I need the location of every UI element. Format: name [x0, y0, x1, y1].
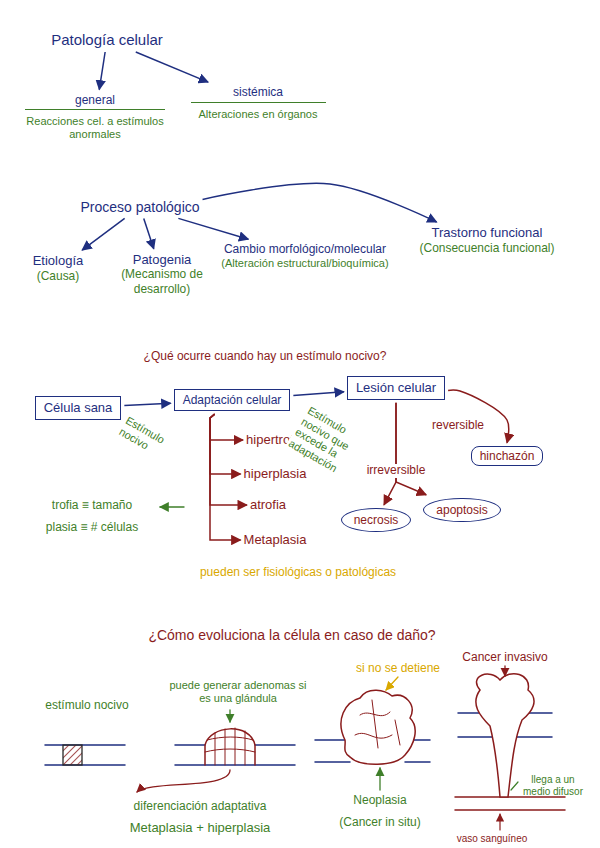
connector [82, 218, 125, 250]
figure-label: (Cancer in situ) [339, 815, 420, 829]
node-title: hinchazón [480, 449, 535, 463]
process-step: Patogenia(Mecanismo de desarrollo) [112, 252, 212, 296]
node-note: (Consecuencia funcional) [420, 241, 555, 255]
node-title: apoptosis [436, 503, 487, 517]
figure-label: puede generar adenomas si es una glándul… [168, 679, 308, 705]
process-heading: Proceso patológico [80, 199, 199, 216]
leader-line [511, 782, 518, 790]
damaged-cell [63, 745, 82, 765]
connector [210, 414, 241, 474]
pointer-arrow [499, 814, 500, 830]
node-title: Etiología [33, 253, 84, 269]
connector [136, 52, 208, 82]
illustration [45, 507, 565, 830]
connector [178, 218, 248, 239]
tissue-layer [45, 745, 125, 765]
definition-note: plasia ≡ # células [46, 520, 138, 534]
node-title: general [25, 93, 165, 110]
pointer-arrow [229, 710, 230, 722]
pointer-arrow [386, 677, 398, 690]
connector [99, 52, 105, 90]
outcome-oval: necrosis [341, 508, 412, 532]
connector [384, 403, 396, 505]
pointer-arrow [504, 666, 505, 676]
node-note: Alteraciones en órganos [191, 108, 326, 121]
blood-vessel [455, 797, 565, 810]
connector [144, 218, 154, 248]
pointer-arrow [137, 770, 230, 792]
neoplasia-mass [341, 690, 415, 764]
definition-note: trofia ≡ tamaño [52, 498, 132, 512]
outcome-box: hinchazón [471, 446, 544, 466]
topic-heading: Patología celular [51, 31, 163, 49]
connector [210, 414, 247, 505]
question-heading: ¿Qué ocurre cuando hay un estímulo nociv… [144, 349, 387, 363]
connector [396, 403, 426, 495]
state-box: Adaptación celular [174, 389, 291, 411]
node-title: Trastorno funcional [420, 225, 555, 241]
connector [124, 403, 170, 405]
figure-label: Cancer invasivo [462, 650, 547, 664]
figure-label: llega a un medio difusor [518, 774, 588, 798]
process-step: Trastorno funcional(Consecuencia funcion… [420, 225, 555, 255]
node-title: necrosis [354, 513, 399, 527]
node-title: Patogenia [112, 252, 212, 268]
node-title: Célula sana [44, 400, 113, 416]
figure-label: estímulo nocivo [45, 698, 128, 712]
state-box: Lesión celular [347, 376, 445, 400]
pointer-arrow [160, 506, 184, 507]
category-node: sistémicaAlteraciones en órganos [191, 85, 326, 121]
connector [293, 392, 344, 396]
figure-label: diferenciación adaptativa [134, 799, 267, 813]
category-node: generalReacciones cel. a estímulos anorm… [25, 93, 165, 142]
node-title: sistémica [191, 85, 326, 102]
figure-label: vaso sanguíneo [457, 833, 528, 845]
state-box: Célula sana [35, 396, 122, 420]
figure-label: Neoplasia [353, 793, 406, 807]
note: pueden ser fisiológicas o patológicas [200, 565, 396, 579]
invasive-tumor [476, 674, 534, 797]
node-title: atrofia [250, 497, 286, 513]
connector [203, 183, 437, 222]
edge-label: reversible [430, 419, 486, 433]
process-step: Etiología(Causa) [33, 253, 84, 283]
connector [448, 390, 509, 443]
process-step: Cambio morfológico/molecular(Alteración … [221, 242, 388, 270]
node-title: Patología celular [51, 31, 163, 49]
cell-grid [205, 728, 255, 765]
adaptation-type: hiperplasia [244, 466, 307, 482]
connector [210, 414, 241, 540]
question-heading: ¿Cómo evoluciona la célula en caso de da… [148, 627, 435, 644]
edge-label: Estímulo nocivo [115, 413, 181, 466]
outcome-oval: apoptosis [423, 498, 500, 522]
node-note: (Alteración estructural/bioquímica) [221, 257, 388, 270]
adaptation-type: atrofia [250, 497, 286, 513]
adaptation-type: Metaplasia [244, 532, 307, 548]
node-title: Lesión celular [356, 380, 436, 396]
node-title: Proceso patológico [80, 199, 199, 216]
node-title: hiperplasia [244, 466, 307, 482]
node-note: (Causa) [33, 269, 84, 283]
mass-texture [355, 700, 400, 748]
figure-label: si no se detiene [356, 661, 440, 675]
pointer-arrow [379, 768, 380, 790]
connector [210, 414, 243, 440]
hyperplasia-bulge [205, 729, 255, 765]
figure-label: Metaplasia + hiperplasia [130, 820, 271, 836]
node-title: Cambio morfológico/molecular [221, 242, 388, 256]
node-note: Reacciones cel. a estímulos anormales [25, 115, 165, 142]
edge-label: irreversible [365, 464, 428, 478]
node-title: Metaplasia [244, 532, 307, 548]
node-title: Adaptación celular [183, 393, 282, 407]
node-note: (Mecanismo de desarrollo) [112, 267, 212, 296]
